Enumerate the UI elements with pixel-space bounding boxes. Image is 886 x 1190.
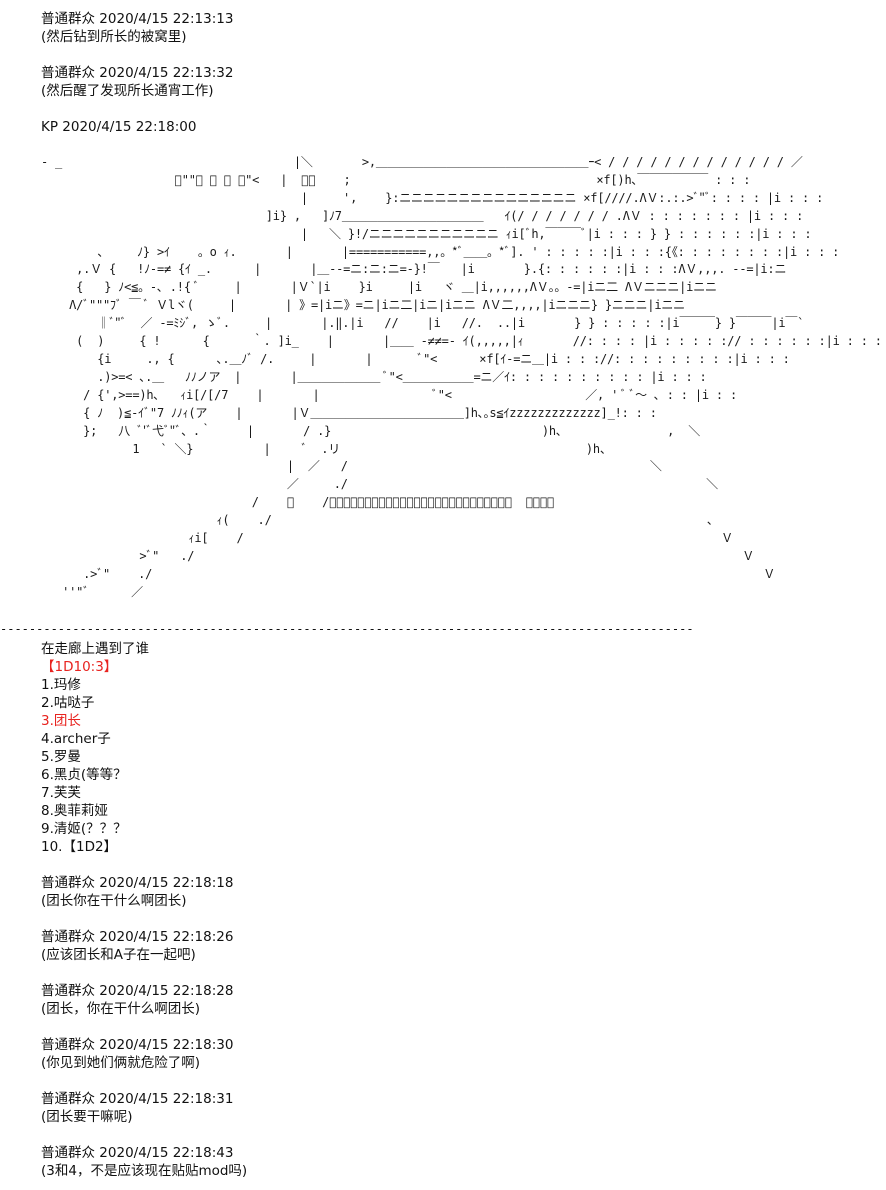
- roll-block: 在走廊上遇到了谁 【1D10:3】 1.玛修 2.咕哒子 3.团长 4.arch…: [41, 640, 886, 856]
- dashed-divider: ‐‐‐‐‐‐‐‐‐‐‐‐‐‐‐‐‐‐‐‐‐‐‐‐‐‐‐‐‐‐‐‐‐‐‐‐‐‐‐‐…: [0, 622, 694, 636]
- option-text: 芙芙: [53, 785, 81, 801]
- option-text: 咕哒子: [53, 695, 95, 711]
- roll-question: 在走廊上遇到了谁: [41, 641, 149, 657]
- post-item: 普通群众 2020/4/15 22:13:32 (然后醒了发现所长通宵工作): [41, 64, 886, 100]
- post-item: 普通群众 2020/4/15 22:18:31 (团长要干嘛呢): [41, 1090, 886, 1126]
- option-item: 5.罗曼: [41, 748, 886, 766]
- option-number: 6.: [41, 767, 54, 783]
- option-number: 9.: [41, 821, 54, 837]
- option-number: 2.: [41, 695, 54, 711]
- post-time: 2020/4/15 22:18:26: [99, 929, 234, 945]
- kp-header: KP 2020/4/15 22:18:00: [41, 119, 197, 135]
- post-time: 2020/4/15 22:18:28: [99, 983, 234, 999]
- option-text: 【1D2】: [62, 839, 118, 855]
- option-item: 9.清姬(？？？: [41, 820, 886, 838]
- option-text: 奥菲莉娅: [53, 803, 108, 819]
- post-header: 普通群众 2020/4/15 22:13:32: [41, 64, 886, 82]
- option-number: 1.: [41, 677, 54, 693]
- option-number: 8.: [41, 803, 54, 819]
- option-text: 清姬(？？？: [53, 821, 127, 837]
- option-item: 7.芙芙: [41, 784, 886, 802]
- post-user: 普通群众: [41, 1037, 95, 1053]
- post-user: 普通群众: [41, 875, 95, 891]
- option-number: 4.: [41, 731, 54, 747]
- post-thread: 普通群众 2020/4/15 22:13:13 (然后钻到所长的被窝里) 普通群…: [41, 10, 886, 614]
- post-item: 普通群众 2020/4/15 22:18:28 (团长，你在干什么啊团长): [41, 982, 886, 1018]
- post-text: (3和4，不是应该现在贴贴mod吗): [41, 1163, 248, 1179]
- post-text: (应该团长和A子在一起吧): [41, 947, 196, 963]
- option-item: 10.【1D2】: [41, 838, 886, 856]
- post-text: (然后醒了发现所长通宵工作): [41, 83, 214, 99]
- post-item: 普通群众 2020/4/15 22:13:13 (然后钻到所长的被窝里): [41, 10, 886, 46]
- post-header: 普通群众 2020/4/15 22:18:18: [41, 874, 886, 892]
- ascii-art-text: ‐ _ |＼ >,＿＿＿＿＿＿＿＿＿＿＿＿＿＿＿＿＿＿ｰ< / / / / / …: [41, 155, 882, 599]
- option-item: 8.奥菲莉娅: [41, 802, 886, 820]
- post-time: 2020/4/15 22:18:31: [99, 1091, 234, 1107]
- option-number: 10.: [41, 839, 63, 855]
- option-text: 罗曼: [53, 749, 81, 765]
- roll-result: 【1D10:3】: [41, 659, 118, 675]
- post-time: 2020/4/15 22:18:30: [99, 1037, 234, 1053]
- post-time: 2020/4/15 22:18:18: [99, 875, 234, 891]
- post-header: 普通群众 2020/4/15 22:18:43: [41, 1144, 886, 1162]
- option-number: 5.: [41, 749, 54, 765]
- post-header: 普通群众 2020/4/15 22:18:31: [41, 1090, 886, 1108]
- post-text: (你见到她们俩就危险了啊): [41, 1055, 201, 1071]
- post-item: 普通群众 2020/4/15 22:18:43 (3和4，不是应该现在贴贴mod…: [41, 1144, 886, 1180]
- option-item: 4.archer子: [41, 730, 886, 748]
- option-item: 1.玛修: [41, 676, 886, 694]
- option-text: 玛修: [53, 677, 81, 693]
- option-text: 黑贞(等等？: [53, 767, 127, 783]
- option-item-selected: 3.团长: [41, 712, 886, 730]
- post-time: 2020/4/15 22:13:13: [99, 11, 234, 27]
- option-text: archer子: [53, 731, 111, 747]
- post-user: 普通群众: [41, 1091, 95, 1107]
- post-user: 普通群众: [41, 11, 95, 27]
- chat-posts: 普通群众 2020/4/15 22:18:18 (团长你在干什么啊团长) 普通群…: [41, 874, 886, 1180]
- post-header: 普通群众 2020/4/15 22:13:13: [41, 10, 886, 28]
- post-header: 普通群众 2020/4/15 22:18:30: [41, 1036, 886, 1054]
- post-header: 普通群众 2020/4/15 22:18:28: [41, 982, 886, 1000]
- post-item: 普通群众 2020/4/15 22:18:18 (团长你在干什么啊团长): [41, 874, 886, 910]
- option-number: 3.: [41, 713, 54, 729]
- post-user: 普通群众: [41, 929, 95, 945]
- option-text: 团长: [53, 713, 81, 729]
- post-header: 普通群众 2020/4/15 22:18:26: [41, 928, 886, 946]
- ascii-art-scene: ‐ _ |＼ >,＿＿＿＿＿＿＿＿＿＿＿＿＿＿＿＿＿＿ｰ< / / / / / …: [0, 154, 886, 614]
- post-user: 普通群众: [41, 65, 95, 81]
- post-time: 2020/4/15 22:13:32: [99, 65, 234, 81]
- post-user: 普通群众: [41, 983, 95, 999]
- option-number: 7.: [41, 785, 54, 801]
- post-item: 普通群众 2020/4/15 22:18:30 (你见到她们俩就危险了啊): [41, 1036, 886, 1072]
- option-item: 6.黑贞(等等？: [41, 766, 886, 784]
- post-text: (然后钻到所长的被窝里): [41, 29, 187, 45]
- option-item: 2.咕哒子: [41, 694, 886, 712]
- post-text: (团长，你在干什么啊团长): [41, 1001, 201, 1017]
- post-item: 普通群众 2020/4/15 22:18:26 (应该团长和A子在一起吧): [41, 928, 886, 964]
- post-text: (团长要干嘛呢): [41, 1109, 133, 1125]
- post-user: 普通群众: [41, 1145, 95, 1161]
- post-time: 2020/4/15 22:18:43: [99, 1145, 234, 1161]
- post-text: (团长你在干什么啊团长): [41, 893, 187, 909]
